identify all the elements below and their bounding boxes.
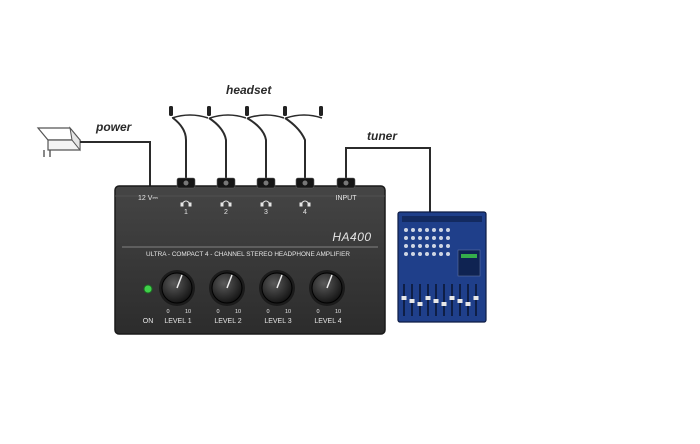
level-knob-2[interactable] bbox=[209, 270, 245, 306]
tuner-label: tuner bbox=[367, 129, 397, 143]
input-label: INPUT bbox=[336, 195, 358, 202]
mixer-knob bbox=[425, 244, 429, 248]
power-input-label: 12 V⎓ bbox=[138, 195, 158, 202]
input-jack bbox=[336, 177, 356, 189]
mixer-fader-cap bbox=[449, 296, 455, 300]
power-led bbox=[143, 284, 153, 294]
mixer-fader-cap bbox=[465, 302, 471, 306]
mixer-knob bbox=[446, 236, 450, 240]
level-3-min: 0 bbox=[266, 309, 269, 315]
headphone-icon bbox=[299, 200, 311, 207]
mixer-knob bbox=[418, 244, 422, 248]
mixer-knob bbox=[432, 236, 436, 240]
level-1-label: LEVEL 1 bbox=[164, 318, 191, 325]
output-jack-2 bbox=[216, 177, 236, 189]
mixer-knob bbox=[418, 252, 422, 256]
level-3-max: 10 bbox=[285, 309, 291, 315]
power-label: power bbox=[96, 120, 132, 134]
mixer-knob bbox=[425, 252, 429, 256]
mixer-knob bbox=[404, 236, 408, 240]
mixer-knob bbox=[418, 236, 422, 240]
mixer-knob bbox=[411, 236, 415, 240]
headphone-icon bbox=[247, 106, 287, 119]
mixer-knob bbox=[432, 228, 436, 232]
output-jack-4 bbox=[295, 177, 315, 189]
output-label-1: 1 bbox=[184, 209, 188, 216]
mixer-fader-cap bbox=[457, 299, 463, 303]
level-1-min: 0 bbox=[166, 309, 169, 315]
mixer-knob bbox=[446, 228, 450, 232]
headset-cables bbox=[172, 117, 306, 180]
mixer-knob bbox=[411, 244, 415, 248]
output-jack-3 bbox=[256, 177, 276, 189]
level-3-label: LEVEL 3 bbox=[264, 318, 291, 325]
mixer-knob bbox=[439, 252, 443, 256]
power-on-label: ON bbox=[143, 318, 154, 325]
power-cable bbox=[80, 141, 151, 186]
mixer-knob bbox=[439, 236, 443, 240]
level-knob-3[interactable] bbox=[259, 270, 295, 306]
level-1-max: 10 bbox=[185, 309, 191, 315]
headphone-icon bbox=[220, 200, 232, 207]
level-4-max: 10 bbox=[335, 309, 341, 315]
output-label-4: 4 bbox=[303, 209, 307, 216]
mixer-fader-cap bbox=[433, 299, 439, 303]
level-2-min: 0 bbox=[216, 309, 219, 315]
mixer-knob bbox=[418, 228, 422, 232]
mixer-fader-cap bbox=[425, 296, 431, 300]
mixer-knob bbox=[404, 252, 408, 256]
headphone-icon bbox=[209, 106, 249, 119]
headset-label: headset bbox=[226, 83, 272, 97]
mixer-knob bbox=[446, 252, 450, 256]
level-knob-1[interactable] bbox=[159, 270, 195, 306]
mixer-knob bbox=[404, 244, 408, 248]
mixer-knob bbox=[439, 244, 443, 248]
level-4-label: LEVEL 4 bbox=[314, 318, 341, 325]
level-4-min: 0 bbox=[316, 309, 319, 315]
power-adapter-icon bbox=[36, 126, 82, 157]
level-2-label: LEVEL 2 bbox=[214, 318, 241, 325]
mixer-knob bbox=[425, 228, 429, 232]
mixer-knob bbox=[432, 244, 436, 248]
model-description: ULTRA - COMPACT 4 - CHANNEL STEREO HEADP… bbox=[146, 251, 350, 258]
output-jacks bbox=[176, 177, 356, 189]
level-knob-4[interactable] bbox=[309, 270, 345, 306]
headphone-icon bbox=[285, 106, 323, 119]
mixer-fader-cap bbox=[473, 296, 479, 300]
mixer-fader-cap bbox=[417, 302, 423, 306]
mixer-icon bbox=[397, 211, 487, 323]
mixer-knob bbox=[446, 244, 450, 248]
mixer-fader-cap bbox=[409, 299, 415, 303]
level-2-max: 10 bbox=[235, 309, 241, 315]
output-label-2: 2 bbox=[224, 209, 228, 216]
mixer-knob bbox=[432, 252, 436, 256]
output-jack-1 bbox=[176, 177, 196, 189]
mixer-knob bbox=[411, 252, 415, 256]
mixer-fader-cap bbox=[401, 296, 407, 300]
headphone-icon bbox=[260, 200, 272, 207]
model-name: HA400 bbox=[332, 230, 371, 244]
mixer-fader-cap bbox=[441, 302, 447, 306]
mixer-knob bbox=[404, 228, 408, 232]
tuner-cable bbox=[345, 147, 431, 214]
mixer-knob bbox=[425, 236, 429, 240]
headphone-icon bbox=[169, 106, 211, 119]
headphone-icon bbox=[180, 200, 192, 207]
mixer-knob bbox=[411, 228, 415, 232]
mixer-knob bbox=[439, 228, 443, 232]
headphone-amplifier bbox=[114, 185, 386, 335]
output-label-3: 3 bbox=[264, 209, 268, 216]
